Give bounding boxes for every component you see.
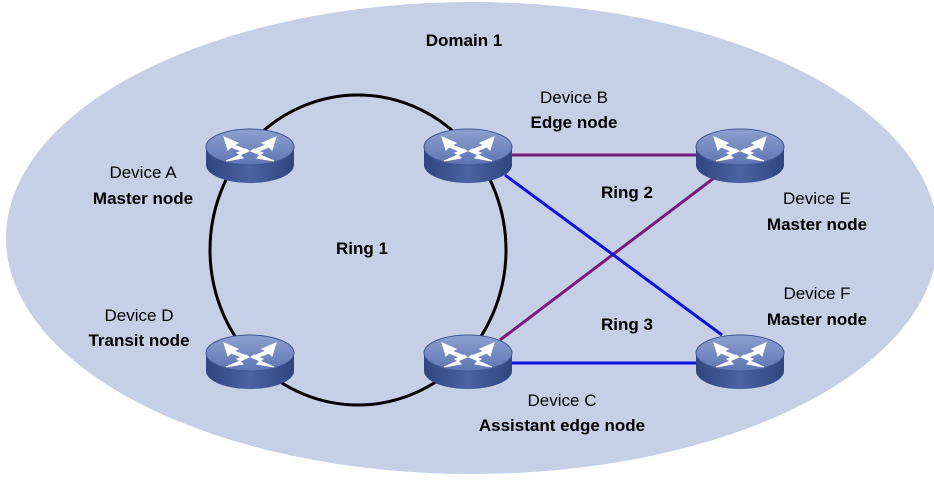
ring-2-link-c-e [499,173,719,342]
ring-1-label: Ring 1 [336,239,388,258]
device-d-icon [205,334,295,390]
device-e-role: Master node [767,215,867,234]
domain-label: Domain 1 [426,31,503,50]
ring-3-label: Ring 3 [601,315,653,334]
device-b-name: Device B [540,88,608,107]
device-d-name: Device D [105,306,174,325]
device-f-name: Device F [783,284,850,303]
ring-1-line [208,93,508,407]
device-c-name: Device C [528,391,597,410]
device-c-role: Assistant edge node [479,416,645,435]
device-b-icon [423,128,513,184]
device-b-role: Edge node [531,113,618,132]
domain-area [6,2,934,474]
device-d-role: Transit node [88,331,189,350]
device-a-icon [205,128,295,184]
device-e-icon [695,128,785,184]
ring-2-label: Ring 2 [601,183,653,202]
device-c-icon [423,334,513,390]
device-e-name: Device E [783,189,851,208]
device-f-role: Master node [767,310,867,329]
device-a-role: Master node [93,189,193,208]
device-a-name: Device A [109,163,177,182]
device-f-icon [695,334,785,390]
ring-3-link-b-f [504,173,723,337]
